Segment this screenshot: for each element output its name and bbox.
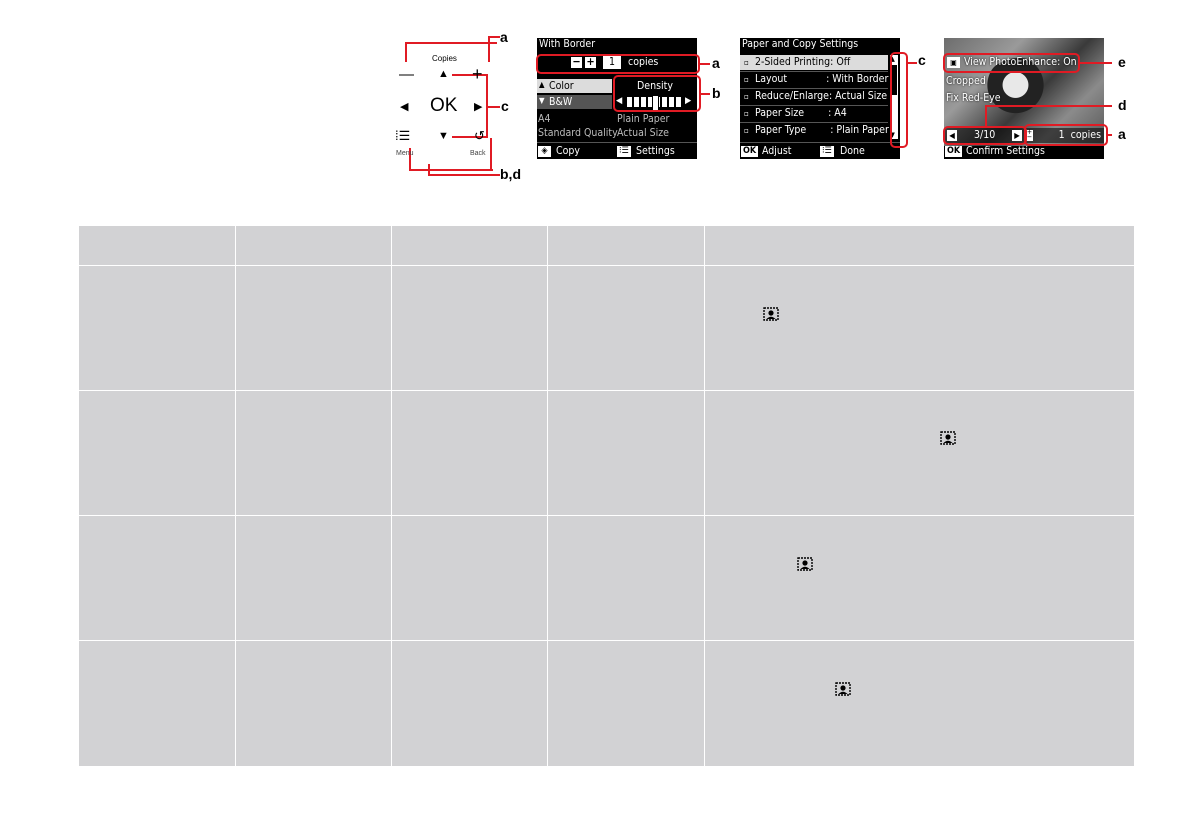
photo-enhance-icon [797,557,813,571]
highlight-density [613,75,701,112]
menu-icon[interactable]: ⁞☰ [395,128,411,143]
control-panel-diagram: Copies — + ▲ ◀ OK ▶ ▼ ⁞☰ Menu ↺ Back [390,28,530,188]
back-label: Back [470,150,486,157]
copies-value[interactable]: 1 [603,56,621,69]
plus-button[interactable]: + [472,64,483,84]
red-eye-label: Fix Red-Eye [946,92,1001,104]
plus-icon[interactable]: + [585,55,596,68]
scroll-thumb[interactable] [891,65,897,95]
callout-a: a [712,55,720,71]
copy-footer-label: Copy [556,145,580,157]
up-arrow-icon[interactable]: ▲ [438,68,449,80]
highlight-scrollbar [890,52,908,148]
photo-enhance-icon [763,307,779,321]
callout-b: b [712,85,721,101]
adjust-footer-label: Adjust [762,145,792,157]
dog-photo-shape [984,58,1054,118]
instruction-table [79,226,1134,766]
callout-bd: b,d [500,166,521,182]
screen-title: Paper and Copy Settings [742,38,859,50]
color-label: Color [549,80,574,92]
callout-e: e [1118,54,1126,70]
right-arrow-icon[interactable]: ▶ [474,101,483,113]
lcd-screen-settings: Paper and Copy Settings ▫2-Sided Printin… [740,38,900,159]
ok-icon: OK [945,146,963,157]
bw-option[interactable]: ▼ B&W [537,95,612,109]
prev-photo-icon[interactable]: ◀ [947,130,957,141]
view-enhance-label: View PhotoEnhance: On [964,56,1077,68]
ok-icon: OK [741,146,759,157]
back-icon[interactable]: ↺ [474,128,485,143]
highlight-photo-nav [943,126,1027,145]
menu-icon: ⁝☰ [617,146,631,157]
bw-label: B&W [549,96,573,108]
copies-label: Copies [430,54,459,63]
menu-icon: ⁝☰ [820,146,834,157]
callout-a: a [1118,126,1126,142]
photo-enhance-icon: ▣ [947,57,960,68]
callout-c: c [918,52,926,68]
photo-counter: 3/10 [974,129,996,141]
left-arrow-icon[interactable]: ◀ [400,101,409,113]
menu-item[interactable]: ▫Layout : With Border [744,73,889,85]
menu-item[interactable]: ▫2-Sided Printing: Off [740,55,888,70]
menu-label: Menu [396,150,414,157]
menu-item[interactable]: ▫Paper Type : Plain Paper [744,124,889,136]
minus-button[interactable]: — [399,66,414,83]
copies-stepper-icon[interactable]: +− [1026,128,1033,141]
density-label: Density [637,80,673,92]
callout-d: d [1118,97,1127,113]
minus-icon[interactable]: − [571,55,582,68]
settings-footer-label: Settings [636,145,675,157]
start-diamond-icon: ◈ [538,146,551,157]
scrollbar[interactable]: ▲ ▼ [890,55,898,139]
scroll-down-icon[interactable]: ▼ [890,131,895,139]
left-arrow-icon[interactable]: ◀ [616,96,623,106]
menu-item[interactable]: ▫Reduce/Enlarge: Actual Size [744,90,888,102]
copies-row[interactable]: − + 1 copies [537,55,697,71]
up-arrow-icon: ▲ [539,80,545,89]
photo-enhance-icon [835,682,851,696]
right-arrow-icon[interactable]: ▶ [685,96,692,106]
down-arrow-icon: ▼ [539,96,545,105]
color-option[interactable]: ▲ Color [537,79,612,93]
ok-button[interactable]: OK [430,95,458,116]
callout-c: c [501,98,509,114]
photo-enhance-icon [940,431,956,445]
highlight-enhance [943,53,1080,73]
highlight-copies [1024,124,1108,146]
size: Actual Size [617,127,669,139]
down-arrow-icon[interactable]: ▼ [438,130,449,142]
confirm-footer-label: Confirm Settings [966,145,1045,157]
lcd-screen-copy: With Border − + 1 copies ▲ Color ▼ B&W D… [537,38,697,159]
done-footer-label: Done [840,145,865,157]
paper-size: A4 [538,113,551,125]
cropped-label: Cropped [946,75,986,87]
copies-label: copies [628,56,659,68]
next-photo-icon[interactable]: ▶ [1012,130,1022,141]
quality: Standard Quality [538,127,618,139]
highlight-copies [536,54,700,74]
menu-item[interactable]: ▫Paper Size : A4 [744,107,847,119]
screen-title: With Border [539,38,596,50]
photo-copies: 1 copies [1058,129,1101,141]
paper-type: Plain Paper [617,113,670,125]
scroll-up-icon[interactable]: ▲ [890,55,895,63]
callout-a: a [500,29,508,45]
